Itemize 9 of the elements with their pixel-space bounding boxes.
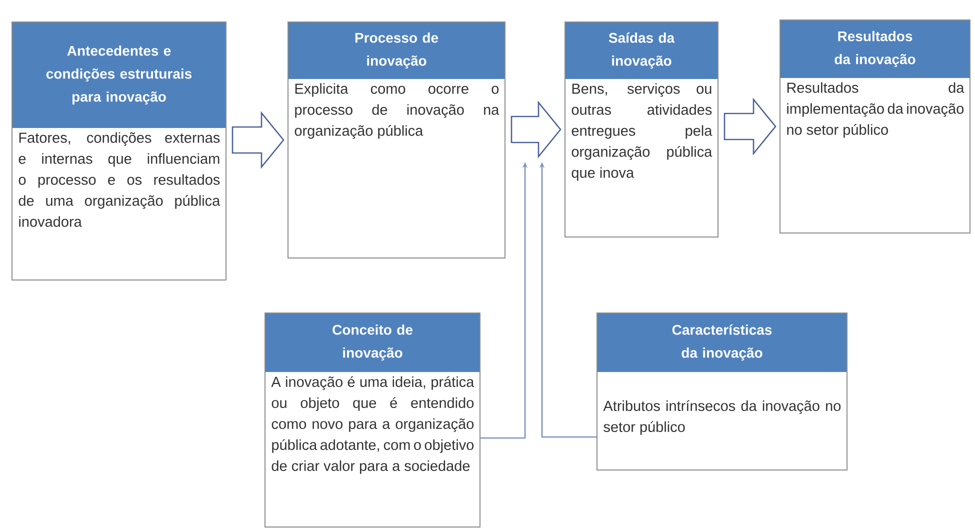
- text-box: Antecedentes e condições estruturais para inovação Fatores, condições externas e internas que influenciam o processo e os resultados de uma organização pública inovadora: [12, 22, 226, 280]
- text-box: Conceito de inovação A inovação é uma ideia, prática ou objeto que é entendido como novo para a organização pública adotante, com o objetivo de criar valor para a sociedade: [264, 312, 480, 528]
- block-arrow: [232, 111, 284, 169]
- block-arrow: [724, 98, 776, 156]
- text-box: Resultados da inovação Resultados da implementação da inovação no setor público: [780, 20, 970, 234]
- block-arrow: [510, 100, 562, 158]
- text-box: Saídas da inovação Bens, serviços ou outras atividades entregues pela organização pública que inova: [564, 22, 718, 238]
- text-box: Características da inovação Atributos intrínsecos da inovação no setor público: [596, 312, 848, 470]
- text-box: Processo de inovação Explicita como ocorre o processo de inovação na organização pública: [288, 22, 506, 258]
